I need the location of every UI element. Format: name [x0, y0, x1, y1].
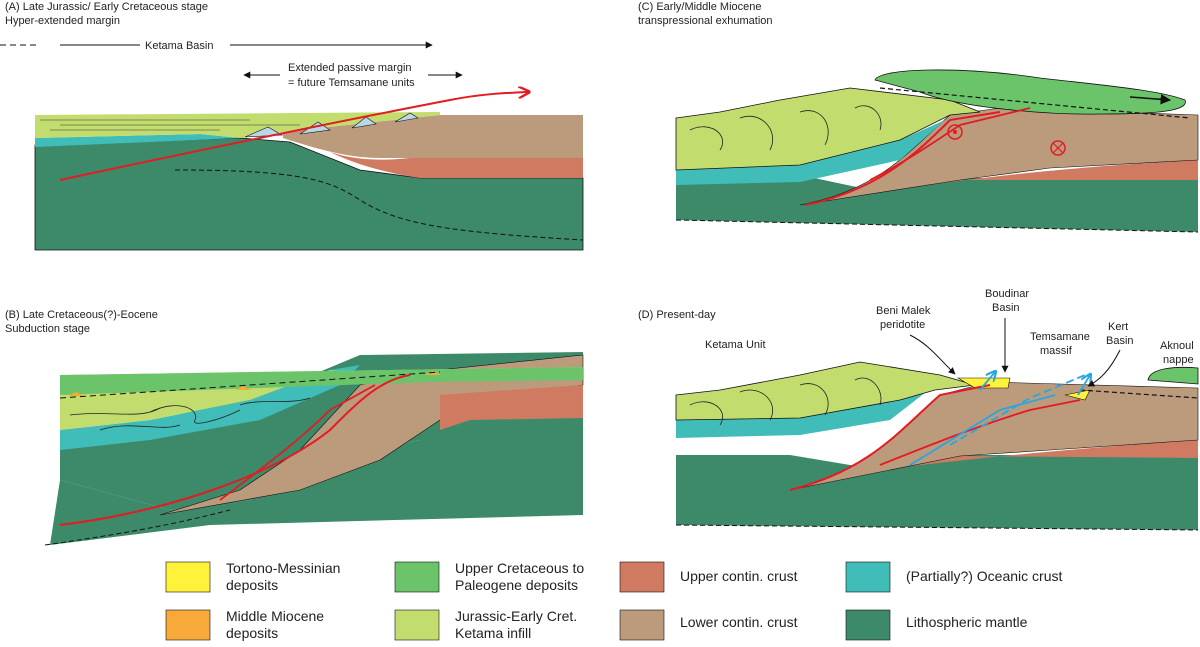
- panel-c-title: (C) Early/Middle Miocene: [638, 1, 761, 13]
- panel-b-fold-strata: [69, 397, 311, 431]
- panel-b-oceanic-crust: [60, 365, 360, 450]
- panel-a-detachment-fault: [59, 92, 528, 181]
- legend-swatch-lower-crust: [619, 609, 665, 641]
- temsamane-label-1: Temsamane: [1030, 331, 1090, 343]
- panel-d-fold-strata: [689, 377, 882, 426]
- panel-c-fault-upper: [869, 107, 1031, 181]
- panel-d-upper-crust: [880, 440, 1198, 470]
- panel-d-mantle: [676, 455, 1198, 530]
- panel-a-subtitle: Hyper-extended margin: [5, 15, 120, 27]
- legend: Tortono-Messinian deposits Upper Cretace…: [165, 560, 1062, 641]
- legend-label-upper-crust: Upper contin. crust: [680, 568, 798, 584]
- legend-swatch-oceanic-crust: [845, 561, 891, 593]
- panel-a: (A) Late Jurassic/ Early Cretaceous stag…: [0, 1, 584, 251]
- panel-b-upper-cretaceous: [60, 367, 583, 395]
- panel-b: (B) Late Cretaceous(?)-Eocene Subduction…: [5, 309, 584, 546]
- panel-c-nappe: [874, 69, 1186, 115]
- panel-d-blue-arrow-right: [1077, 375, 1090, 396]
- panel-b-title: (B) Late Cretaceous(?)-Eocene: [5, 309, 158, 321]
- panel-d-dashed-bottom: [675, 524, 1199, 531]
- legend-label-tortono-1: Tortono-Messinian: [226, 560, 340, 576]
- panel-c-dashed-detachment: [879, 87, 1191, 119]
- margin-label-1: Extended passive margin: [288, 62, 412, 74]
- panel-c-motion-arrow: [1129, 94, 1172, 105]
- panel-c-into-plane-cross: [1052, 142, 1064, 154]
- panel-d-fault-lower: [789, 384, 991, 491]
- panel-c-into-plane-marker: [1050, 140, 1066, 156]
- panel-c: (C) Early/Middle Miocene transpressional…: [638, 1, 1199, 233]
- legend-label-ketama-infill-1: Jurassic-Early Cret.: [455, 608, 577, 624]
- panel-b-dashed-thrust: [59, 371, 441, 399]
- panel-d: (D) Present-day Ketama Unit Beni Malek p…: [638, 288, 1199, 531]
- panel-a-tilted-blocks: [244, 112, 419, 138]
- legend-label-upper-cret-1: Upper Cretaceous to: [455, 560, 584, 576]
- panel-b-dashed-lower: [44, 509, 231, 546]
- panel-c-lower-crust: [799, 107, 1199, 206]
- panel-b-mantle: [50, 440, 583, 545]
- panel-a-upper-crust: [330, 152, 583, 178]
- panel-d-blue-fault-upper: [949, 374, 1086, 446]
- panel-a-strata: [40, 119, 300, 131]
- panel-c-subtitle: transpressional exhumation: [638, 15, 773, 27]
- panel-d-title: (D) Present-day: [638, 309, 716, 321]
- aknoul-label-1: Aknoul: [1160, 340, 1194, 352]
- legend-swatch-mantle: [845, 609, 891, 641]
- panel-d-blue-fault-lower: [909, 394, 1056, 466]
- legend-label-middle-miocene-1: Middle Miocene: [226, 608, 324, 624]
- legend-label-tortono-2: deposits: [226, 577, 278, 593]
- panel-b-subtitle: Subduction stage: [5, 323, 90, 335]
- panel-c-oceanic-crust: [676, 120, 945, 185]
- beni-malek-leader: [909, 334, 956, 375]
- boudinar-label-1: Boudinar: [985, 288, 1029, 300]
- ketama-basin-label: Ketama Basin: [145, 40, 213, 52]
- panel-c-fold-strata: [689, 105, 882, 151]
- panel-d-aknoul-nappe: [1147, 366, 1199, 385]
- panel-c-mantle: [676, 175, 1198, 232]
- legend-label-oceanic-crust: (Partially?) Oceanic crust: [906, 568, 1062, 584]
- legend-label-mantle: Lithospheric mantle: [906, 614, 1028, 630]
- aknoul-label-2: nappe: [1163, 354, 1194, 366]
- legend-swatch-ketama-infill: [394, 609, 440, 641]
- panel-d-oceanic-crust: [676, 385, 935, 438]
- legend-label-ketama-infill-2: Ketama infill: [455, 625, 531, 641]
- kert-label-1: Kert: [1108, 321, 1128, 333]
- panel-b-upper-crust: [440, 385, 583, 430]
- boudinar-label-2: Basin: [992, 302, 1020, 314]
- panel-b-fault-lower: [59, 374, 411, 526]
- margin-label-2: = future Temsamane units: [288, 77, 415, 89]
- beni-malek-label-2: peridotite: [880, 319, 925, 331]
- panel-d-dashed-detachment: [1079, 389, 1199, 399]
- panel-a-dashed-boundary: [174, 169, 584, 241]
- kert-leader: [1087, 349, 1121, 387]
- panel-c-upper-crust: [880, 160, 1198, 192]
- panel-d-blue-arrow-left: [979, 372, 995, 391]
- beni-malek-label-1: Beni Malek: [876, 305, 931, 317]
- legend-label-lower-crust: Lower contin. crust: [680, 614, 798, 630]
- panel-a-oceanic-crust: [35, 134, 240, 147]
- panel-c-out-of-plane-marker: [947, 124, 963, 140]
- temsamane-label-2: massif: [1040, 345, 1073, 357]
- panel-c-dashed-bottom: [675, 219, 1199, 233]
- panel-a-title: (A) Late Jurassic/ Early Cretaceous stag…: [5, 1, 208, 13]
- legend-swatch-middle-miocene: [165, 609, 211, 641]
- legend-label-upper-cret-2: Paleogene deposits: [455, 577, 578, 593]
- legend-label-middle-miocene-2: deposits: [226, 625, 278, 641]
- panel-b-fault-upper: [219, 384, 376, 501]
- kert-label-2: Basin: [1106, 335, 1134, 347]
- legend-swatch-upper-crust: [619, 561, 665, 593]
- legend-swatch-tortono-messinian: [165, 561, 211, 593]
- legend-swatch-upper-cretaceous: [394, 561, 440, 593]
- panel-c-out-of-plane-dot: [953, 130, 957, 134]
- ketama-unit-label: Ketama Unit: [705, 339, 766, 351]
